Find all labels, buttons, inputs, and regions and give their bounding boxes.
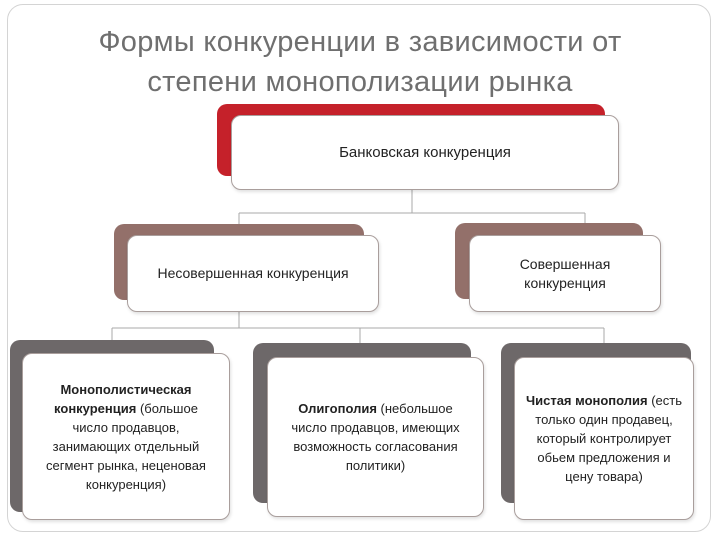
- node-label: Чистая монополия (есть только один прода…: [526, 391, 682, 486]
- desc-line-4: политики): [345, 458, 406, 473]
- node-box: Олигополия (небольшое число продавцов, и…: [267, 357, 484, 517]
- desc-line-4: занимающих отдельный: [52, 438, 200, 454]
- node-box: Чистая монополия (есть только один прода…: [514, 357, 694, 520]
- desc-line-3: который контролирует: [536, 431, 672, 446]
- desc-line-3: возможность согласования: [293, 439, 458, 454]
- node-box: Банковская конкуренция: [231, 115, 619, 190]
- node-label: Олигополия (небольшое число продавцов, и…: [291, 399, 459, 475]
- term-line-1: Монополистическая: [60, 381, 192, 397]
- term: Олигополия: [298, 401, 377, 416]
- title-line-1: Формы конкуренции в зависимости от: [98, 26, 622, 58]
- node-box: Несовершенная конкуренция: [127, 235, 379, 312]
- node-label: Совершенная конкуренция: [520, 255, 611, 293]
- desc-line-2: только один продавец,: [535, 412, 673, 427]
- desc-line-4: обьем предложения и: [537, 450, 671, 465]
- slide-frame: [7, 4, 711, 532]
- node-label: Несовершенная конкуренция: [157, 265, 349, 281]
- term: Чистая монополия: [525, 393, 648, 408]
- desc-line-5: цену товара): [565, 469, 643, 484]
- desc-line-2: (большое: [136, 400, 198, 416]
- desc-line-1: (небольшое: [376, 401, 453, 416]
- desc-line-6: конкуренция): [85, 476, 167, 492]
- node-label-line-1: Совершенная: [519, 255, 611, 272]
- desc-line-3: число продавцов,: [72, 419, 180, 435]
- node-label: Банковская конкуренция: [339, 144, 511, 161]
- node-box: Монополистическая конкуренция (большое ч…: [22, 353, 230, 520]
- desc-line-5: сегмент рынка, неценовая: [46, 457, 206, 473]
- node-label-line-2: конкуренция: [524, 274, 606, 291]
- desc-line-2: число продавцов, имеющих: [291, 420, 460, 435]
- title-line-2: степени монополизации рынка: [147, 66, 573, 98]
- node-label: Монополистическая конкуренция (большое ч…: [46, 380, 206, 494]
- page-title: Формы конкуренции в зависимости от степе…: [0, 22, 720, 102]
- term-line-2: конкуренция: [54, 400, 137, 416]
- desc-line-1: (есть: [647, 393, 683, 408]
- node-box: Совершенная конкуренция: [469, 235, 661, 312]
